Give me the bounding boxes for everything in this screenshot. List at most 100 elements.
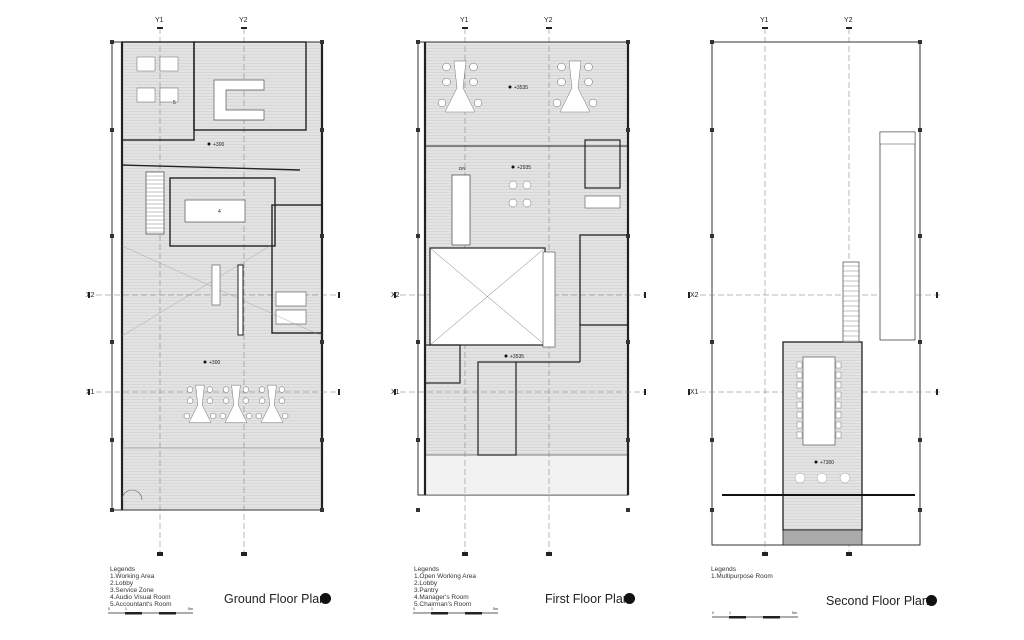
chair [796,391,803,399]
chair [796,401,803,409]
column-marker [918,128,922,132]
service-zone [579,234,629,326]
svg-text:0: 0 [712,611,714,615]
svg-text:5m: 5m [188,607,193,611]
column-marker [320,438,324,442]
legend-ground-floor: Legends 1.Working Area 2.Lobby 3.Service… [110,566,172,608]
column-marker [320,234,324,238]
column-marker [320,340,324,344]
chair [796,371,803,379]
u-shaped-table [213,79,265,121]
grid-label-x2: X2 [86,292,95,299]
chair [242,397,250,404]
service-zone [271,204,323,334]
chair [796,431,803,439]
chair [222,386,230,393]
chairmans-room [477,361,517,456]
column-marker [918,40,922,44]
desk-cluster [224,384,248,423]
column-marker [626,340,630,344]
level-marker: +7300 [814,460,834,466]
chair [278,397,286,404]
column-marker [626,438,630,442]
grid-tick [546,552,552,556]
chair [835,421,842,429]
legend-item: 5.Accountant's Room [110,601,172,608]
chair [816,472,828,484]
desk-cluster [559,60,591,113]
first-floor-plan: DN +3535 +2935 +3535 Y1 Y2 X2 X1 [391,17,645,555]
chair [794,472,806,484]
chair [282,412,289,420]
level-marker: +2935 [511,165,531,171]
chair [839,472,851,484]
chair [258,397,266,404]
column-marker [710,508,714,512]
chair [835,361,842,369]
column-marker [320,40,324,44]
chair [469,62,478,72]
column-marker [710,234,714,238]
column-marker [416,128,420,132]
chair [442,62,451,72]
grid-tick [157,27,163,29]
column-marker [110,340,114,344]
staircase [451,174,471,246]
conference-table [184,199,246,223]
column-marker [710,128,714,132]
level-marker: +300 [207,142,224,148]
chair [508,180,518,190]
grid-tick [394,389,396,395]
grid-tick [241,27,247,29]
chair [835,381,842,389]
chair [258,386,266,393]
reception-desk [211,264,221,306]
column-marker [710,40,714,44]
grid-label-y1: Y1 [760,17,769,24]
legend-heading: Legends [414,566,439,573]
plan-title: Second Floor Plan [826,594,929,608]
grid-tick [762,552,768,556]
chair [246,412,253,420]
second-floor-plan: +7300 Y1 Y2 X2 X1 [690,17,940,555]
chair [796,421,803,429]
column-marker [110,128,114,132]
grid-label-y1: Y1 [460,17,469,24]
chair [584,77,593,87]
svg-text:+3535: +3535 [510,354,524,360]
grid-tick [462,27,468,29]
chair [522,198,532,208]
chair [206,397,214,404]
chair [469,77,478,87]
svg-text:5m: 5m [792,611,797,615]
svg-text:0: 0 [108,607,110,611]
grid-tick [688,389,690,395]
chair [835,431,842,439]
chair [210,412,217,420]
grid-tick [644,292,646,298]
plan-title: Ground Floor Plan [224,592,327,606]
grid-tick [88,292,90,298]
chair [186,397,194,404]
chair [835,391,842,399]
column-marker [918,340,922,344]
legend-item: 4.Manager's Room [414,594,469,601]
grid-tick [846,27,852,29]
column-marker [320,128,324,132]
north-arrow-icon [320,593,331,604]
svg-text:0: 0 [413,607,415,611]
room-number: 5 [173,100,176,106]
legend-item: 1.Open Working Area [414,573,477,580]
level-marker: +300 [203,360,220,366]
grid-tick [241,552,247,556]
svg-text:1: 1 [125,607,127,611]
column-marker [918,438,922,442]
grid-tick [936,292,938,298]
svg-text:+7300: +7300 [820,460,834,466]
chair [522,180,532,190]
chair [242,386,250,393]
svg-text:5m: 5m [493,607,498,611]
